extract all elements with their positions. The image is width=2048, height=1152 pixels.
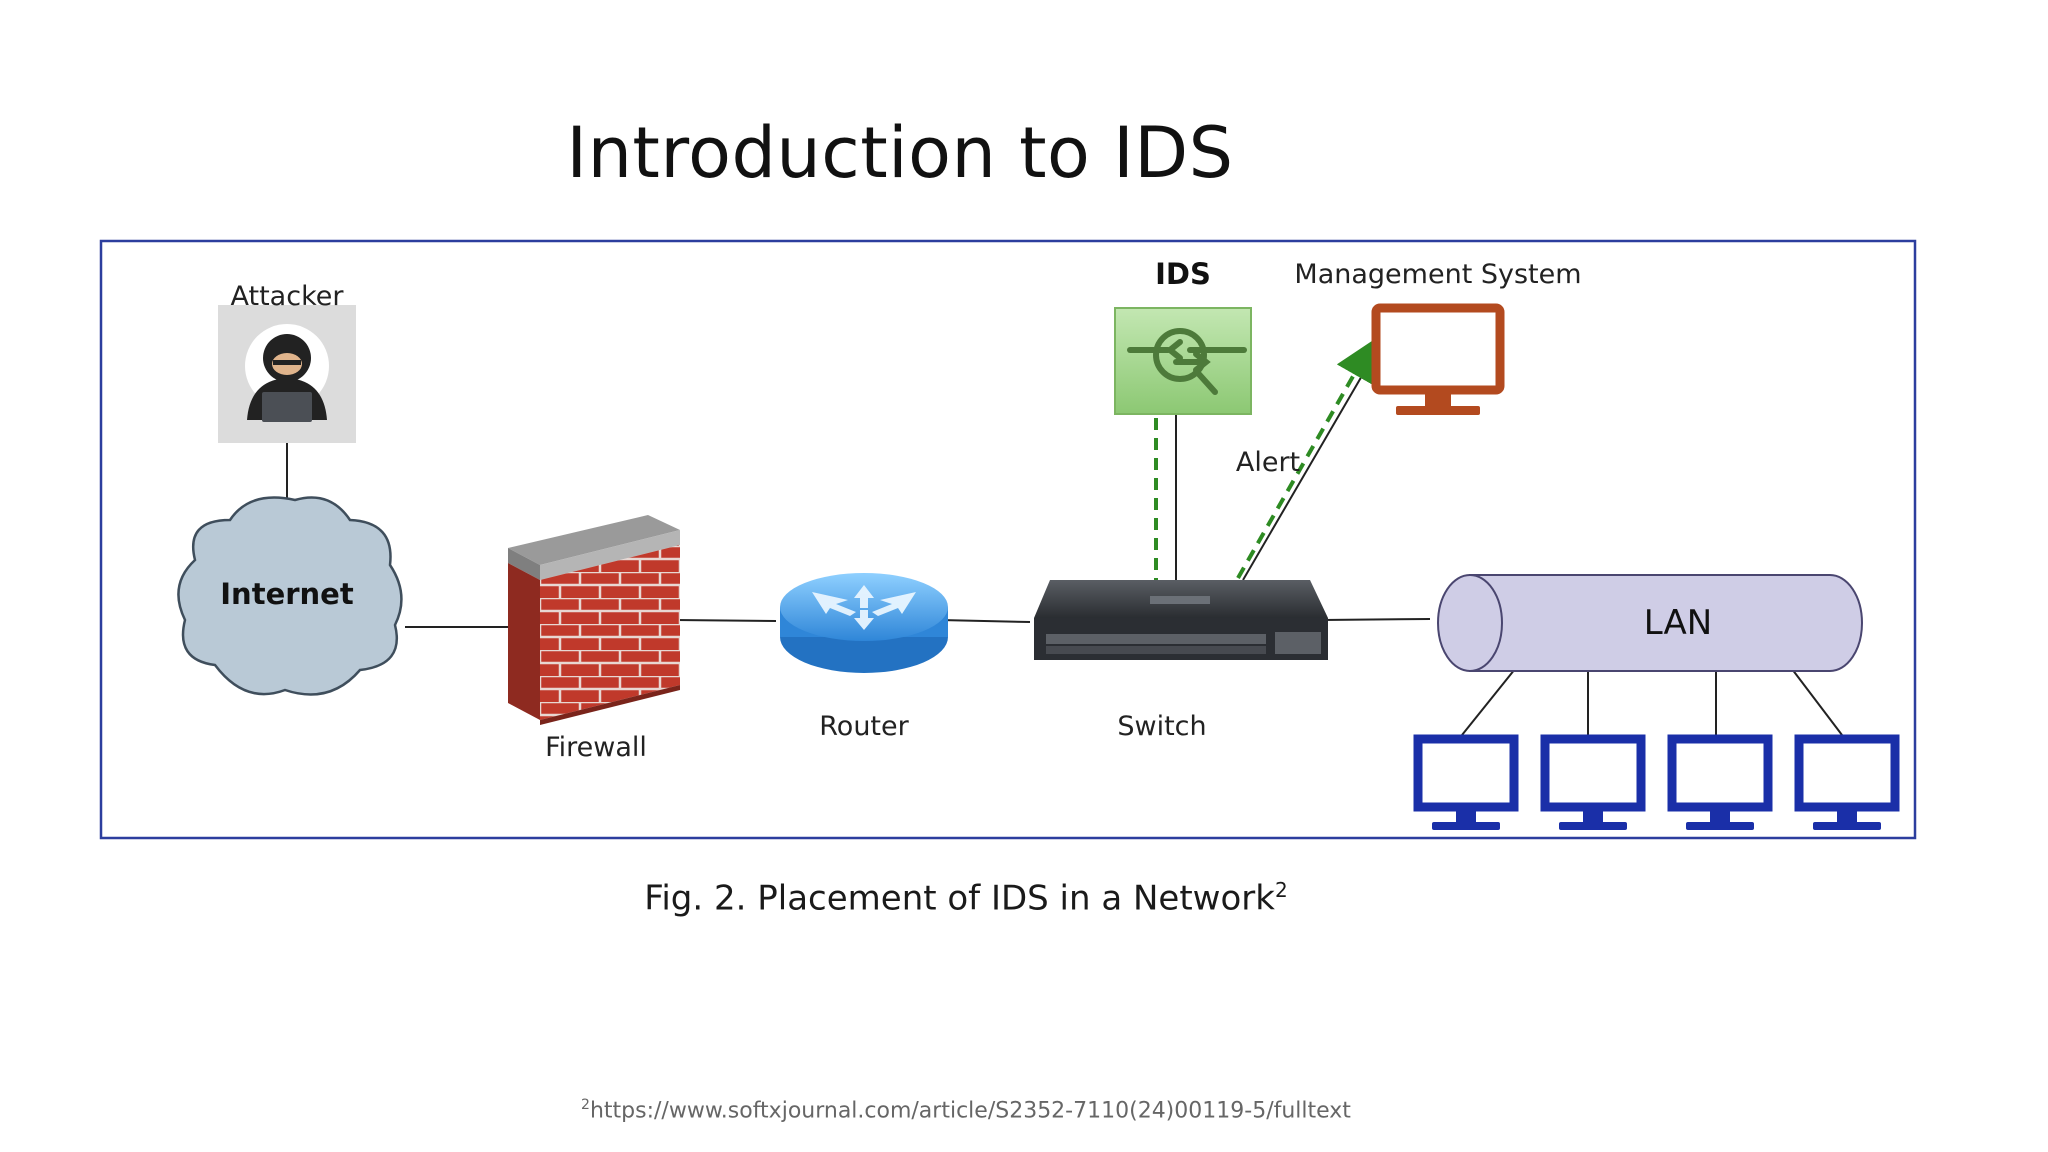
router-label: Router	[819, 711, 909, 742]
link-firewall-router	[674, 619, 777, 622]
link-lan-pc4	[1791, 668, 1843, 736]
lan-cylinder	[1469, 574, 1863, 672]
attacker-label: Attacker	[231, 281, 345, 312]
alert-arrow	[1236, 339, 1374, 579]
lan-pc-4	[1794, 734, 1900, 830]
ids-node	[1114, 307, 1252, 415]
brick-wall-icon	[540, 545, 680, 720]
footnote: 2https://www.softxjournal.com/article/S2…	[0, 1097, 1932, 1123]
footnote-url[interactable]: https://www.softxjournal.com/article/S23…	[589, 1098, 1351, 1124]
internet-label: Internet	[220, 577, 354, 611]
figure-caption: Fig. 2. Placement of IDS in a Network2	[0, 878, 1932, 918]
link-switch-lan	[1321, 618, 1431, 621]
internet-node	[177, 496, 403, 696]
diagram-frame	[99, 239, 1917, 840]
monitor-icon	[1667, 734, 1773, 812]
ids-label: IDS	[1155, 257, 1211, 291]
link-router-switch	[939, 619, 1031, 623]
hacker-icon	[247, 334, 327, 422]
attacker-node	[218, 305, 356, 443]
lan-pc-3	[1667, 734, 1773, 830]
lan-pc-2	[1540, 734, 1646, 830]
alert-label: Alert	[1236, 447, 1300, 478]
switch-node	[1034, 580, 1328, 660]
management-label: Management System	[1294, 259, 1581, 290]
monitor-icon	[1540, 734, 1646, 812]
monitor-icon	[1413, 734, 1519, 812]
slide-title: Introduction to IDS	[566, 112, 1234, 194]
cloud-icon	[177, 496, 403, 696]
lan-node	[1437, 574, 1863, 672]
management-node	[1371, 303, 1505, 415]
firewall-label: Firewall	[545, 732, 647, 763]
monitor-icon	[1371, 303, 1505, 395]
switch-label: Switch	[1117, 711, 1206, 742]
connection-lines	[286, 361, 1843, 736]
link-switch-management	[1242, 361, 1371, 581]
monitor-icon	[1794, 734, 1900, 812]
caption-superscript: 2	[1274, 878, 1288, 902]
magnifier-icon	[1127, 328, 1247, 395]
footnote-superscript: 2	[581, 1097, 590, 1113]
firewall-node	[508, 515, 680, 725]
lan-label: LAN	[1644, 603, 1712, 643]
caption-text: Fig. 2. Placement of IDS in a Network	[644, 878, 1275, 919]
link-lan-pc1	[1461, 668, 1516, 736]
router-node	[780, 573, 948, 673]
lan-pc-1	[1413, 734, 1519, 830]
